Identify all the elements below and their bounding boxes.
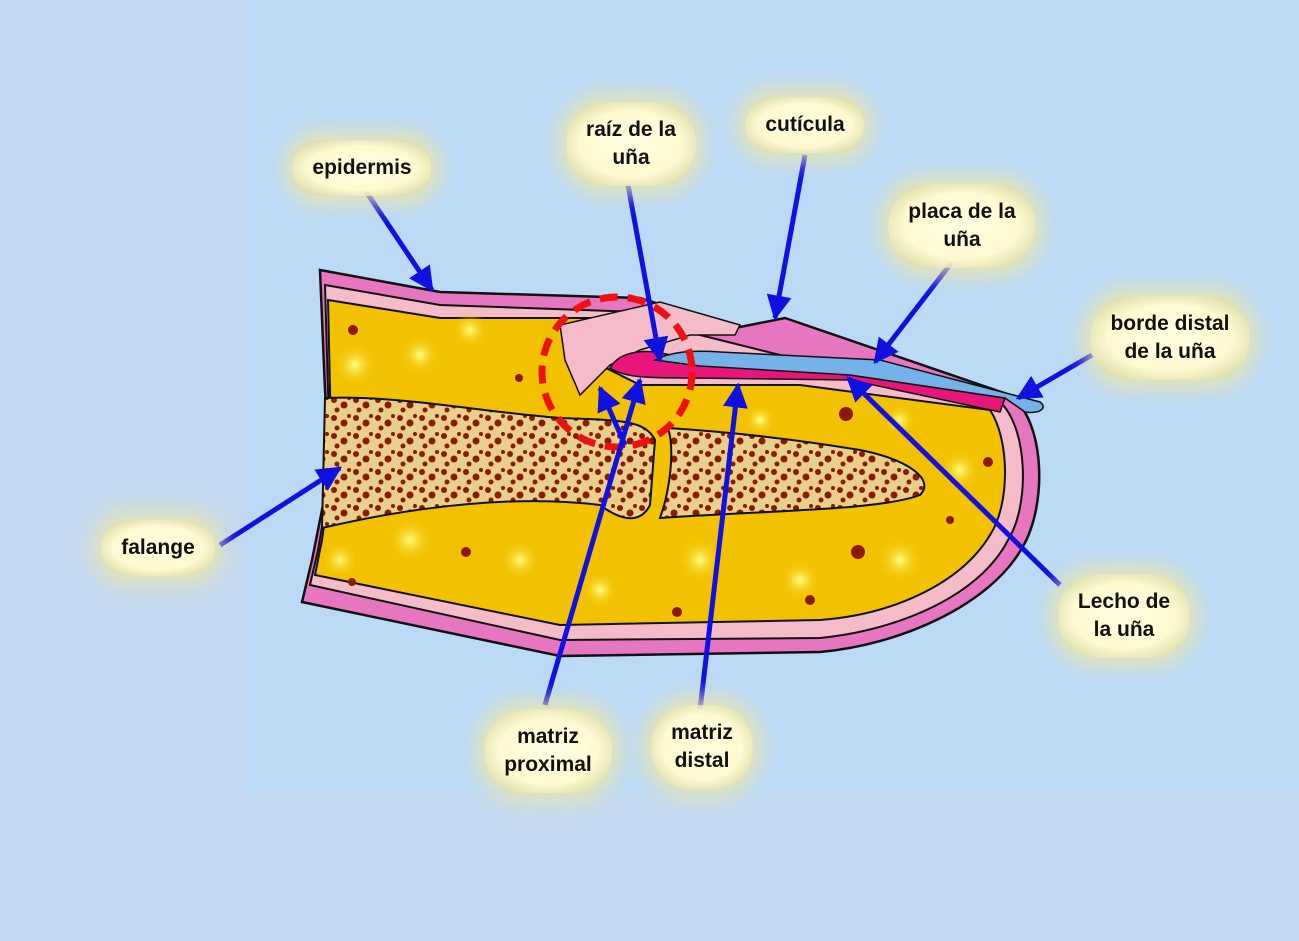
fat-glow-spots <box>322 312 980 608</box>
proximal-phalanx <box>320 396 657 530</box>
arrow-placa <box>873 260 954 364</box>
label-raiz: raíz de la uña <box>566 102 696 186</box>
label-matriz-distal: matriz distal <box>651 705 753 789</box>
label-borde-distal: borde distal de la uña <box>1090 296 1250 380</box>
arrow-epidermis <box>362 188 435 293</box>
subcutaneous-fat <box>313 298 1006 627</box>
label-text: Lecho de <box>1077 590 1171 613</box>
arrow-borde-distal <box>1015 352 1094 401</box>
label-falange: falange <box>101 520 215 576</box>
label-text: falange <box>121 536 195 559</box>
label-epidermis: epidermis <box>292 140 432 196</box>
label-text: borde distal <box>1110 312 1230 335</box>
arrow-cuticula <box>766 154 808 321</box>
label-text: placa de la <box>908 200 1016 223</box>
label-text: epidermis <box>312 156 412 179</box>
label-text: matriz <box>671 721 733 744</box>
label-lecho: Lecho de la uña <box>1057 574 1191 658</box>
nail-plate <box>652 350 1044 414</box>
label-text: uña <box>943 228 981 251</box>
label-text: matriz <box>517 725 579 748</box>
arrow-falange <box>218 465 343 548</box>
arrow-lecho <box>846 376 1062 587</box>
label-cuticula: cutícula <box>745 97 865 153</box>
arrow-matriz-proximal-2 <box>597 385 628 447</box>
label-text: uña <box>612 146 650 169</box>
matrix-highlight-circle <box>538 293 696 451</box>
label-matriz-proximal: matriz proximal <box>484 709 612 793</box>
label-placa: placa de la uña <box>888 184 1036 268</box>
label-text: de la uña <box>1124 340 1216 363</box>
label-text: la uña <box>1093 618 1155 641</box>
arrow-raiz <box>625 184 669 363</box>
fat-dots <box>348 325 993 617</box>
arrow-matriz-proximal <box>542 377 646 706</box>
label-text: raíz de la <box>586 118 676 141</box>
arrow-matriz-distal <box>697 382 748 711</box>
label-text: proximal <box>504 753 592 776</box>
label-text: distal <box>674 749 730 772</box>
label-text: cutícula <box>765 113 845 136</box>
